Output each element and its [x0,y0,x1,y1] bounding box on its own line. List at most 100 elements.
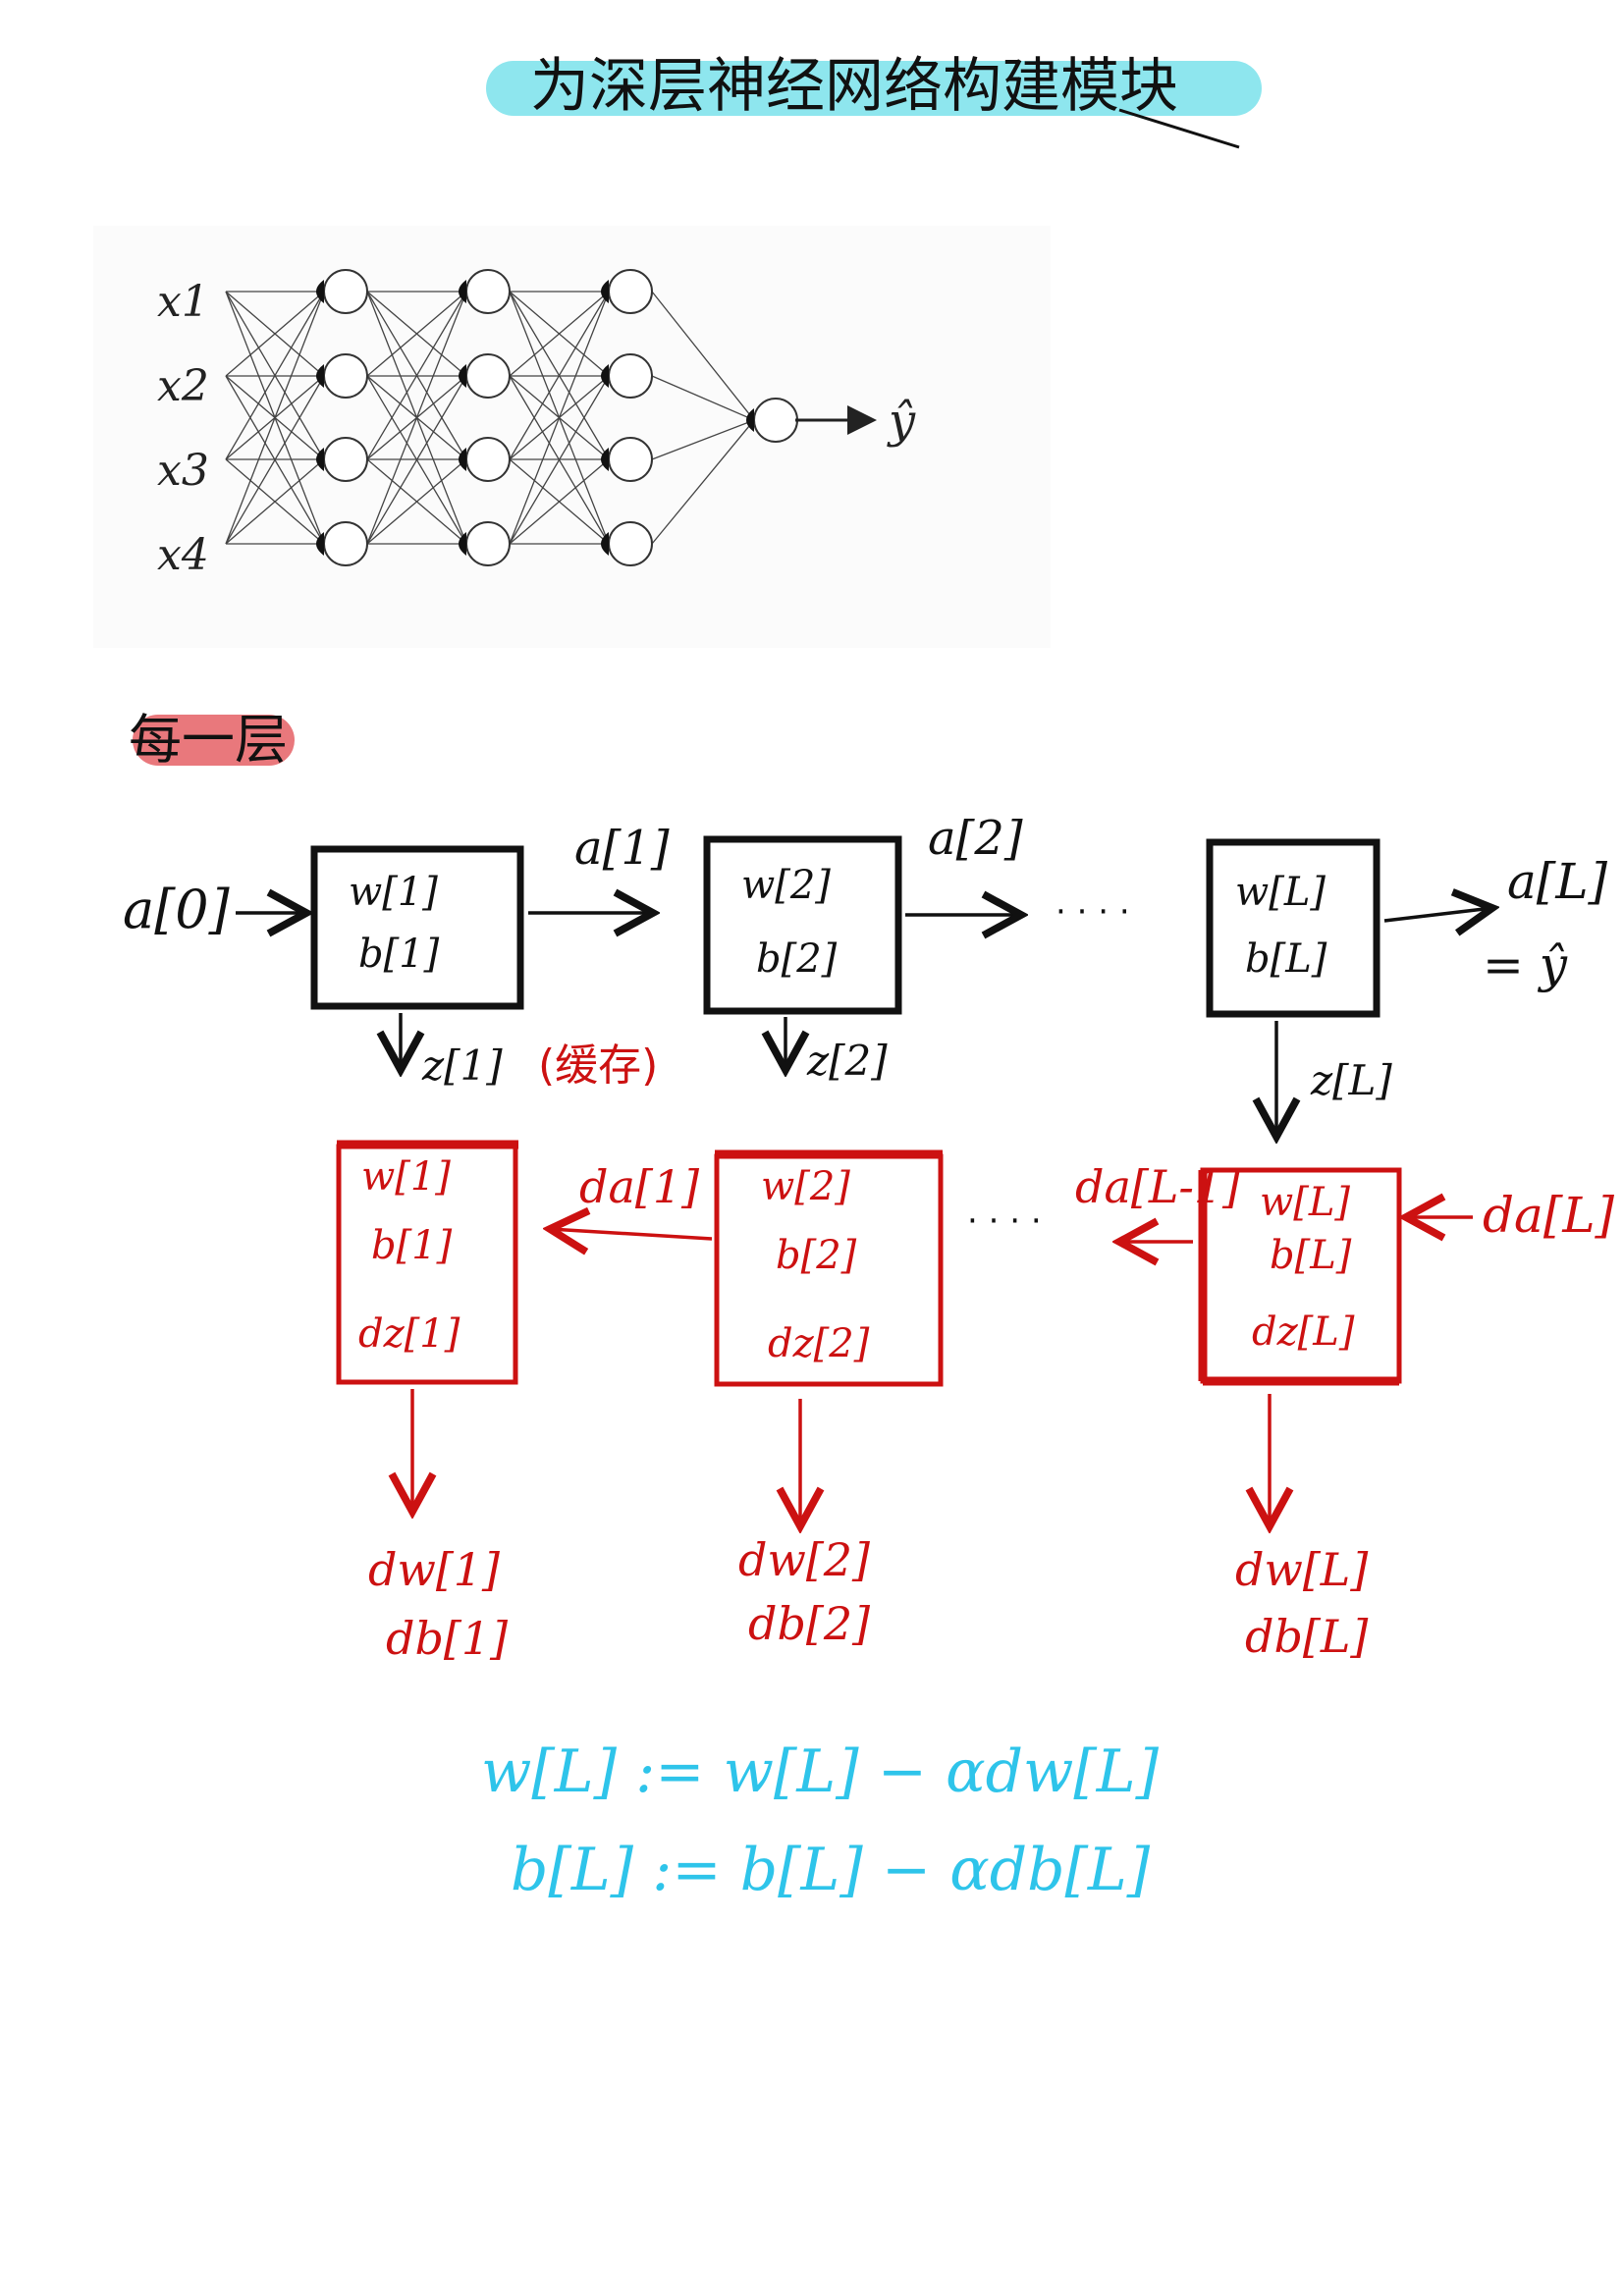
nn-neuron-input-mark [459,364,466,388]
nn-edge [366,458,467,545]
nn-neuron-input-mark [601,532,609,556]
nn-edge [225,291,325,377]
input-label-x2: x2 [157,361,209,411]
nn-edge [651,419,755,545]
section-title: 每一层 [129,709,288,771]
backward-out-daL-1: da[L-1] [1075,1160,1240,1213]
update-rules: w[L] := w[L] − αdw[L] b[L] := b[L] − αdb… [481,1737,1160,1904]
nn-edge [651,419,755,460]
backward-block-L-w: w[L] [1260,1180,1350,1225]
nn-neuron [465,353,511,399]
nn-connections [225,291,755,545]
forward-out-aL: a[L] [1507,853,1608,910]
nn-edge [366,291,467,545]
nn-neuron [465,437,511,482]
forward-out-a1: a[1] [574,821,670,876]
forward-cache-note: (缓存) [538,1041,658,1091]
nn-neuron-input-mark [316,364,324,388]
forward-cache-z2: z[2] [806,1037,888,1085]
backward-block-2-w: w[2] [761,1164,850,1209]
nn-neuron [608,521,653,566]
title-highlight [486,61,1262,116]
nn-neuron [323,269,368,314]
forward-cache-zL: z[L] [1310,1056,1392,1104]
forward-block-L [1206,838,1380,1018]
nn-edge [651,291,755,421]
input-label-x1: x1 [157,277,209,327]
nn-neuron-input-mark [316,280,324,303]
nn-neuron-input-mark [746,408,754,432]
forward-arrow-out [1383,908,1492,921]
forward-block-L-b: b[L] [1245,936,1327,982]
backward-arrow-2-1 [550,1229,713,1239]
nn-edge [366,291,467,460]
forward-input-a0: a[0] [123,879,231,940]
update-rule-b: b[L] := b[L] − αdb[L] [511,1836,1151,1904]
backward-block-2-dz: dz[2] [768,1321,870,1366]
backward-dw-L: dw[L] [1235,1543,1368,1596]
nn-neuron-input-mark [459,532,466,556]
backward-block-L-dz: dz[L] [1252,1309,1355,1355]
forward-block-1-b: b[1] [358,932,440,977]
backward-input-daL: da[L] [1483,1187,1615,1244]
section-highlight [133,715,295,766]
backward-row: w[1] b[1] dz[1] dw[1] db[1] da[1] w[2] b… [336,1140,1615,1665]
nn-neuron [465,521,511,566]
nn-edge [651,375,755,421]
backward-block-1-w: w[1] [361,1154,451,1200]
nn-edge [366,291,467,377]
forward-block-1 [310,845,524,1010]
forward-block-2-w: w[2] [741,863,831,908]
forward-out-yhat: = ŷ [1483,936,1568,993]
nn-edge [509,291,610,377]
nn-neuron-input-mark [316,532,324,556]
input-label-x4: x4 [157,530,209,580]
section-label: 每一层 [129,709,295,771]
nn-neuron-input-mark [459,280,466,303]
backward-block-1-b: b[1] [371,1223,453,1268]
nn-neuron [465,269,511,314]
backward-db-1: db[1] [386,1612,508,1665]
backward-ellipsis: · · · · [967,1201,1042,1241]
forward-block-L-w: w[L] [1235,870,1326,915]
backward-block-L-b: b[L] [1270,1233,1352,1278]
backward-block-1-dz: dz[1] [358,1311,460,1357]
forward-out-a2: a[2] [928,811,1023,866]
nn-neuron [608,353,653,399]
title-block: 为深层神经网络构建模块 [486,52,1262,149]
nn-output-label: ŷ [887,394,916,449]
forward-block-1-w: w[1] [349,870,438,915]
nn-neuron-input-mark [601,448,609,471]
nn-neurons [316,269,798,566]
nn-neuron-input-mark [316,448,324,471]
forward-row: a[0] w[1] b[1] a[1] z[1] (缓存) w[2] b[2] … [123,811,1608,1137]
nn-edge [509,291,610,460]
nn-edge [225,375,325,545]
nn-neuron [608,269,653,314]
nn-neuron [323,353,368,399]
nn-neuron [753,398,798,443]
nn-edge [509,291,610,545]
title-underline-stroke [1118,108,1240,149]
nn-neuron-input-mark [459,448,466,471]
backward-block-2-b: b[2] [776,1233,857,1278]
page-title: 为深层神经网络构建模块 [530,52,1178,121]
forward-block-2 [703,835,902,1015]
forward-block-2-b: b[2] [756,936,838,982]
nn-neuron [323,521,368,566]
forward-ellipsis: · · · · [1056,892,1130,932]
nn-edge [366,375,467,545]
nn-neuron-input-mark [601,364,609,388]
nn-edge [225,458,325,545]
nn-neuron [608,437,653,482]
neural-network-diagram: x1 x2 x3 x4 ŷ [93,226,1051,648]
backward-out-da1: da[1] [579,1160,699,1213]
backward-dw-1: dw[1] [368,1543,500,1596]
nn-input-labels: x1 x2 x3 x4 [157,277,209,580]
backward-dw-2: dw[2] [738,1533,870,1586]
nn-edge [509,375,610,545]
forward-cache-z1: z[1] [421,1041,503,1090]
update-rule-w: w[L] := w[L] − αdw[L] [481,1737,1160,1806]
nn-edge [509,458,610,545]
